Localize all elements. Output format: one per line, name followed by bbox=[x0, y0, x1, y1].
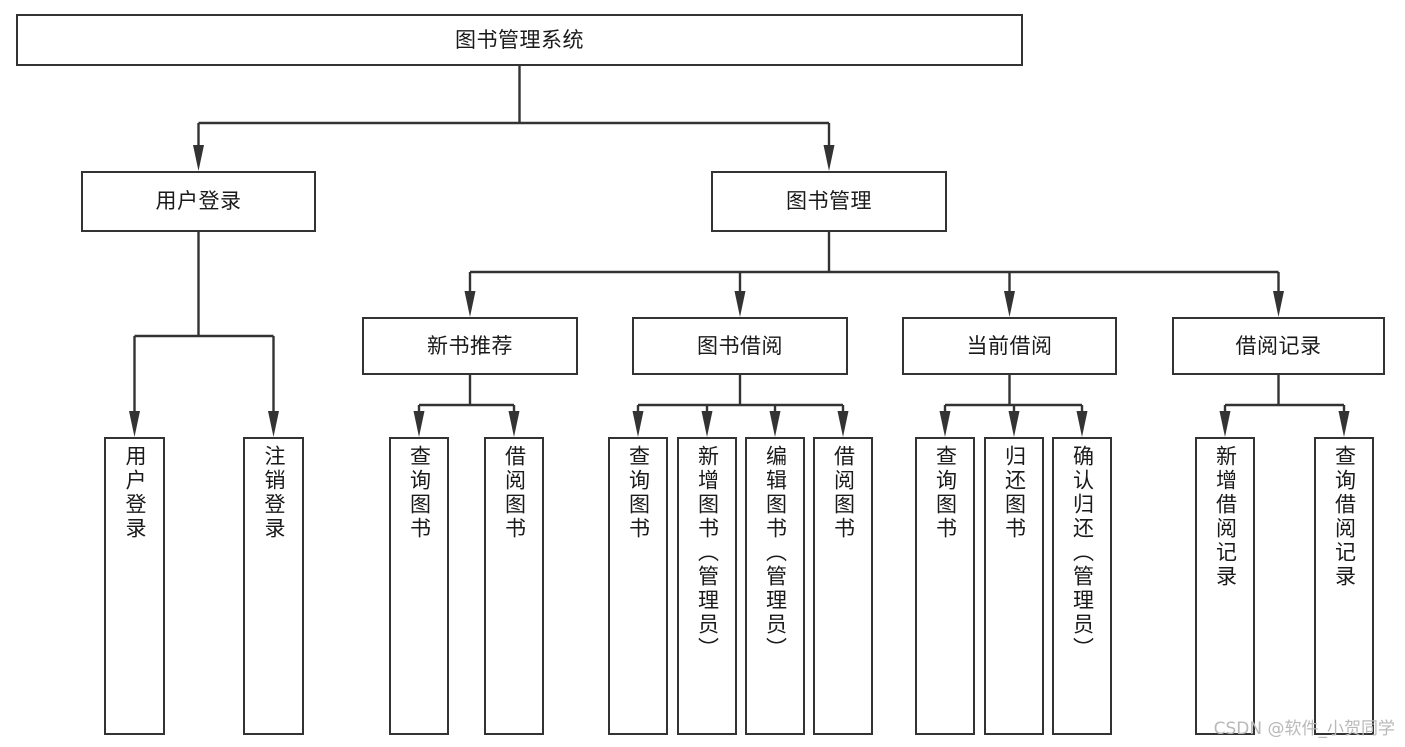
node-label: 查询图书 bbox=[407, 445, 432, 541]
node-label: 借阅图书 bbox=[502, 445, 527, 541]
node-label: 图书管理系统 bbox=[455, 27, 584, 52]
node-root[interactable]: 图书管理系统 bbox=[16, 14, 1023, 66]
node-label: 查询图书 bbox=[626, 445, 651, 541]
connector-arrowhead bbox=[1004, 291, 1015, 317]
connector-arrowhead bbox=[939, 411, 951, 437]
connector-arrowhead bbox=[508, 411, 520, 437]
node-label: 查询借阅记录 bbox=[1332, 445, 1357, 589]
connector-arrowhead bbox=[769, 411, 781, 437]
node-label: 查询图书 bbox=[933, 445, 958, 541]
node-label: 用户登录 bbox=[155, 189, 242, 214]
node-label: 用户登录 bbox=[123, 445, 147, 541]
node-label: 编辑图书（管理员） bbox=[763, 445, 788, 661]
connector-arrowhead bbox=[1273, 291, 1284, 317]
connector-arrowhead bbox=[837, 411, 849, 437]
node-label: 新增借阅记录 bbox=[1213, 445, 1238, 589]
connector-arrowhead bbox=[1219, 411, 1231, 437]
node-new-book-rec[interactable]: 新书推荐 bbox=[362, 317, 578, 375]
node-borrow-record[interactable]: 借阅记录 bbox=[1172, 317, 1385, 375]
node-leaf-query-book-1[interactable]: 查询图书 bbox=[389, 437, 449, 735]
watermark: CSDN @软件_小贺同学 bbox=[1213, 719, 1395, 739]
node-label: 确认归还（管理员） bbox=[1070, 445, 1095, 661]
node-book-borrow[interactable]: 图书借阅 bbox=[632, 317, 848, 375]
connector-arrowhead bbox=[129, 411, 140, 437]
connector-arrowhead bbox=[823, 145, 835, 171]
node-user-login[interactable]: 用户登录 bbox=[81, 171, 316, 232]
node-leaf-confirm-return[interactable]: 确认归还（管理员） bbox=[1052, 437, 1112, 735]
connector-arrowhead bbox=[464, 291, 476, 317]
node-leaf-borrow-book-2[interactable]: 借阅图书 bbox=[813, 437, 873, 735]
connector-arrowhead bbox=[413, 411, 425, 437]
node-leaf-logout[interactable]: 注销登录 bbox=[243, 437, 304, 735]
node-leaf-query-record[interactable]: 查询借阅记录 bbox=[1314, 437, 1374, 735]
connector-arrowhead bbox=[701, 411, 713, 437]
connector-arrowhead bbox=[734, 291, 746, 317]
node-label: 注销登录 bbox=[262, 445, 286, 541]
connector-arrowhead bbox=[1008, 411, 1020, 437]
node-label: 当前借阅 bbox=[966, 333, 1053, 358]
node-current-borrow[interactable]: 当前借阅 bbox=[902, 317, 1117, 375]
node-book-manage[interactable]: 图书管理 bbox=[711, 171, 947, 232]
node-leaf-query-book-3[interactable]: 查询图书 bbox=[915, 437, 975, 735]
node-label: 新书推荐 bbox=[427, 333, 513, 358]
node-leaf-user-login[interactable]: 用户登录 bbox=[104, 437, 165, 735]
connector-arrowhead bbox=[1338, 411, 1350, 437]
node-leaf-query-book-2[interactable]: 查询图书 bbox=[608, 437, 668, 735]
node-label: 图书管理 bbox=[786, 189, 872, 214]
node-label: 新增图书（管理员） bbox=[695, 445, 720, 661]
node-label: 归还图书 bbox=[1002, 445, 1027, 541]
node-label: 借阅记录 bbox=[1235, 333, 1322, 358]
connector-arrowhead bbox=[193, 145, 204, 171]
node-leaf-return-book[interactable]: 归还图书 bbox=[984, 437, 1044, 735]
node-label: 图书借阅 bbox=[697, 333, 783, 358]
connector-arrowhead bbox=[1076, 411, 1088, 437]
node-label: 借阅图书 bbox=[831, 445, 856, 541]
node-leaf-add-record[interactable]: 新增借阅记录 bbox=[1195, 437, 1255, 735]
connector-arrowhead bbox=[268, 411, 279, 437]
node-leaf-borrow-book-1[interactable]: 借阅图书 bbox=[484, 437, 544, 735]
node-leaf-add-book[interactable]: 新增图书（管理员） bbox=[677, 437, 737, 735]
node-leaf-edit-book[interactable]: 编辑图书（管理员） bbox=[745, 437, 805, 735]
connector-arrowhead bbox=[632, 411, 644, 437]
